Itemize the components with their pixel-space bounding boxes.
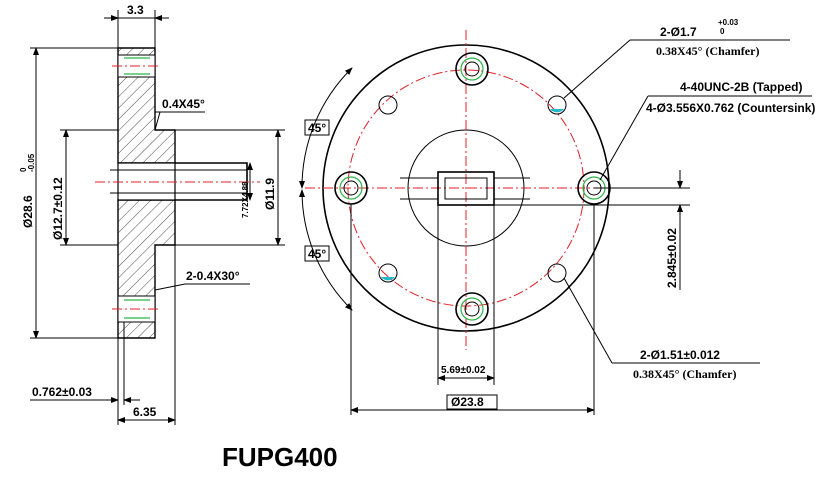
front-view: 45° 45° 2-Ø1.7 +0.03 0 0.38X45° (Chamfer…	[298, 18, 815, 415]
offset-dim: 2.845±0.02	[665, 228, 679, 288]
step-depth-dim: 0.762±0.03	[32, 385, 92, 399]
part-number-title: FUPG400	[222, 442, 338, 472]
pin-hole-note: 2-Ø1.51±0.012	[640, 348, 720, 362]
countersink-note: 4-Ø3.556X0.762 (Countersink)	[646, 101, 815, 115]
pin-hole-upper-left	[378, 95, 398, 115]
dowel-note: 2-Ø1.7	[660, 25, 697, 39]
waveguide-size-dim: 7.72X4.88	[241, 181, 250, 218]
outer-dia-tol-upper: 0	[19, 167, 28, 172]
outer-dia-tol-lower: -0.05	[27, 153, 36, 172]
chamfer-top-label: 0.4X45°	[162, 97, 205, 111]
boss-dia-dim: Ø11.9	[263, 178, 277, 210]
flange-dia-dim: Ø23.8	[451, 395, 484, 409]
counterbore-hole-bottom	[455, 292, 489, 326]
chamfer-bottom-label: 2-0.4X30°	[186, 269, 240, 283]
pin-hole-upper-right	[547, 95, 567, 115]
pin-hole-chamfer-note: 0.38X45° (Chamfer)	[633, 367, 736, 381]
pin-hole-lower-right	[547, 263, 567, 283]
thread-note: 4-40UNC-2B (Tapped)	[680, 80, 802, 94]
dowel-chamfer-note: 0.38X45° (Chamfer)	[656, 44, 759, 58]
top-width-dim: 3.3	[127, 3, 144, 17]
hub-dia-dim: Ø12.7±0.12	[51, 177, 65, 240]
dowel-tol-lower: 0	[720, 27, 725, 36]
side-section-view: 3.3 0.4X45° Ø28.6 0 -0.05 Ø12.7±0.12 Ø11…	[19, 3, 285, 425]
outer-dia-dim: Ø28.6	[21, 195, 35, 228]
dowel-tol-upper: +0.03	[718, 18, 739, 27]
pin-hole-lower-left	[378, 263, 398, 283]
angle-top-label: 45°	[308, 121, 326, 135]
angle-bottom-label: 45°	[308, 247, 326, 261]
aperture-width-dim: 5.69±0.02	[441, 365, 486, 376]
counterbore-hole-top	[455, 52, 489, 86]
thickness-dim: 6.35	[133, 405, 157, 419]
